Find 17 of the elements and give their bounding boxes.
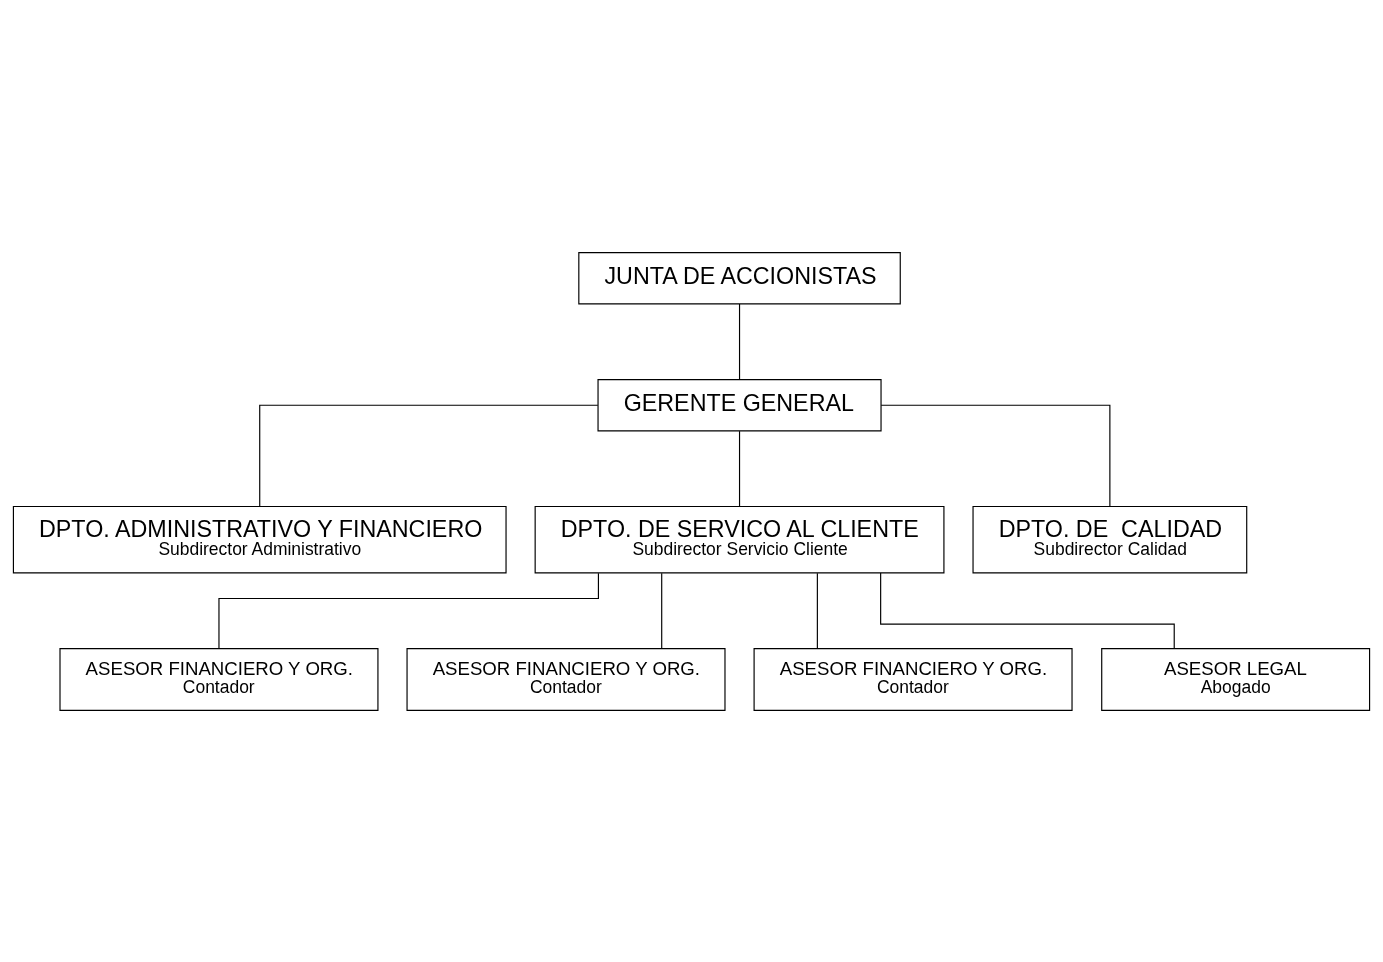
connector bbox=[259, 404, 599, 507]
node-box: DPTO. ADMINISTRATIVO Y FINANCIERO Subdirector Administrativo bbox=[12, 505, 507, 573]
node-box: ASESOR FINANCIERO Y ORG. Contador bbox=[406, 647, 726, 711]
node-box: DPTO. DE SERVICO AL CLIENTE Subdirector Servicio Cliente bbox=[534, 505, 945, 573]
connector bbox=[880, 572, 1175, 649]
connector bbox=[661, 572, 663, 649]
connector bbox=[738, 302, 741, 380]
node-box: DPTO. DE CALIDAD Subdirector Calidad bbox=[972, 505, 1248, 573]
connector bbox=[218, 572, 599, 649]
connector bbox=[738, 430, 741, 507]
node-box: ASESOR FINANCIERO Y ORG. Contador bbox=[753, 647, 1073, 711]
node-box: JUNTA DE ACCIONISTAS bbox=[578, 251, 901, 304]
node-box: ASESOR FINANCIERO Y ORG. Contador bbox=[59, 647, 379, 711]
connector bbox=[880, 404, 1111, 507]
connector bbox=[816, 572, 818, 649]
node-box: GERENTE GENERAL bbox=[597, 378, 882, 431]
node-box: ASESOR LEGAL Abogado bbox=[1101, 647, 1371, 711]
